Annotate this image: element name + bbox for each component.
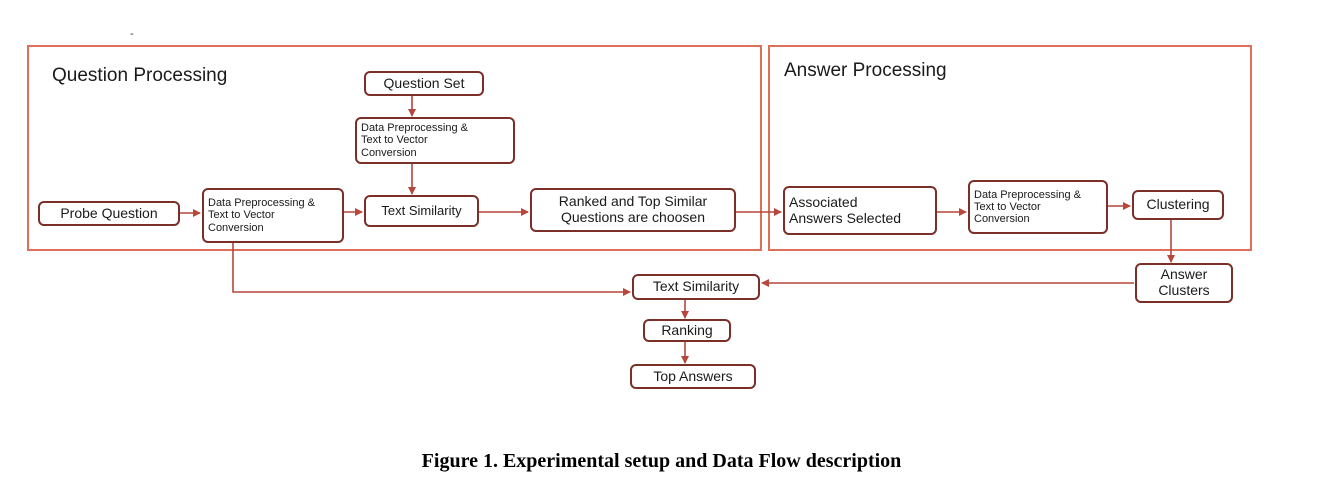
answer-clusters-label: Answer Clusters: [1158, 266, 1210, 298]
associated-answers-node: Associated Answers Selected: [783, 186, 937, 235]
clustering-label: Clustering: [1146, 196, 1210, 213]
top-answers-label: Top Answers: [653, 367, 733, 384]
text-similarity-bottom-label: Text Similarity: [652, 278, 740, 295]
arrow-pq-preprocessing-to-bottom-textsim: [232, 243, 631, 296]
figure-caption: Figure 1. Experimental setup and Data Fl…: [421, 450, 902, 472]
answer-processing-title: Answer Processing: [784, 60, 947, 81]
ranking-label: Ranking: [661, 321, 713, 338]
question-set-node: Question Set: [364, 71, 484, 96]
probe-question-preprocessing-node: Data Preprocessing & Text to Vector Conv…: [202, 188, 344, 243]
ranking-node: Ranking: [643, 319, 731, 342]
ranked-top-similar-node: Ranked and Top Similar Questions are cho…: [530, 188, 736, 232]
question-set-preprocessing-node: Data Preprocessing & Text to Vector Conv…: [355, 117, 515, 164]
question-set-preprocessing-label: Data Preprocessing & Text to Vector Conv…: [361, 122, 468, 159]
probe-question-preprocessing-label: Data Preprocessing & Text to Vector Conv…: [208, 197, 315, 234]
text-similarity-top-label: Text Similarity: [381, 202, 462, 218]
text-similarity-bottom-node: Text Similarity: [632, 274, 760, 300]
answer-clusters-node: Answer Clusters: [1135, 263, 1233, 303]
associated-answers-label: Associated Answers Selected: [789, 193, 902, 226]
question-set-label: Question Set: [383, 74, 465, 91]
text-similarity-top-node: Text Similarity: [364, 195, 479, 227]
answer-preprocessing-node: Data Preprocessing & Text to Vector Conv…: [968, 180, 1108, 234]
probe-question-node: Probe Question: [38, 201, 180, 226]
question-processing-title: Question Processing: [52, 65, 228, 86]
clustering-node: Clustering: [1132, 190, 1224, 220]
top-answers-node: Top Answers: [630, 364, 756, 389]
answer-preprocessing-label: Data Preprocessing & Text to Vector Conv…: [974, 188, 1081, 226]
ranked-top-similar-label: Ranked and Top Similar Questions are cho…: [558, 193, 708, 225]
answer-processing-section: [768, 45, 1252, 251]
stray-mark: -: [130, 28, 134, 40]
probe-question-label: Probe Question: [60, 204, 158, 221]
question-processing-section: [27, 45, 762, 251]
